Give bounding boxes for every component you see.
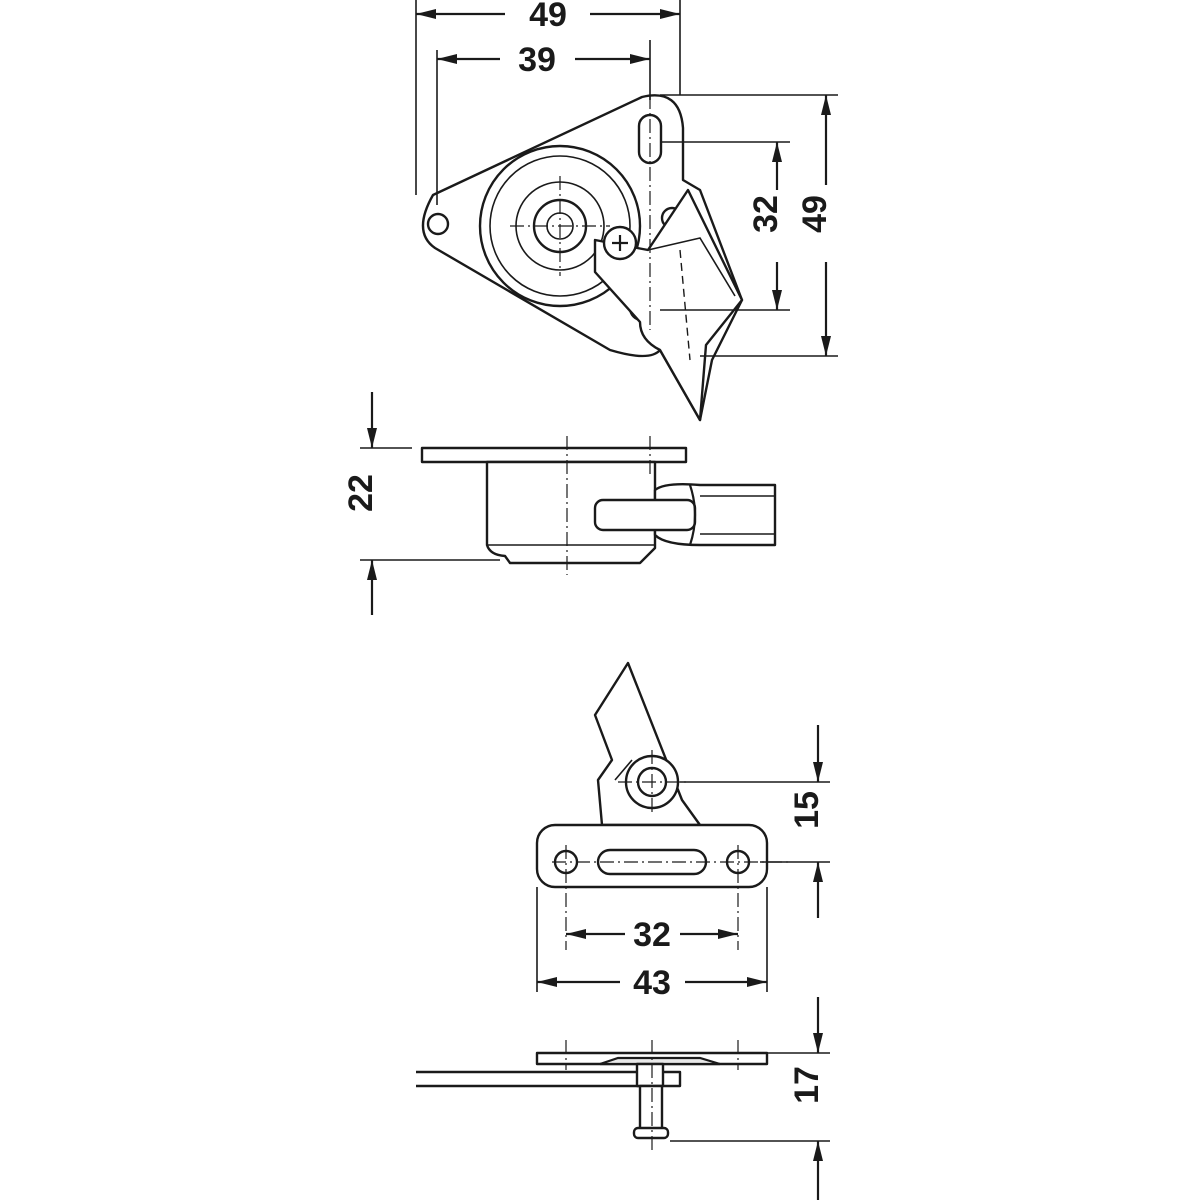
top-view-housing-inner xyxy=(489,155,631,297)
top-view-height-32: 32 xyxy=(747,195,785,233)
side-view-body xyxy=(485,460,657,565)
bracket-view-height-15: 15 xyxy=(788,791,826,829)
bottom-view-housing xyxy=(599,1056,721,1066)
top-view: 49 39 32 49 xyxy=(415,0,838,422)
bracket-view-width-32: 32 xyxy=(633,916,671,954)
bottom-view: 17 xyxy=(416,997,830,1200)
side-view-height-22: 22 xyxy=(342,474,380,512)
bottom-view-arm xyxy=(416,1070,682,1088)
side-view-flange xyxy=(420,446,688,464)
bottom-view-pin-tip xyxy=(632,1126,670,1140)
bracket-view-width-43: 43 xyxy=(633,964,671,1002)
bottom-view-height-17: 17 xyxy=(788,1066,826,1104)
top-view-width-39: 39 xyxy=(518,41,556,79)
bottom-view-pin xyxy=(635,1062,665,1088)
top-view-width-49: 49 xyxy=(529,0,567,34)
top-view-left-hole xyxy=(426,212,450,236)
side-view: 22 xyxy=(342,392,777,615)
side-view-roller xyxy=(593,498,697,532)
top-view-height-49: 49 xyxy=(796,195,834,233)
bracket-view: 32 43 15 xyxy=(535,661,830,1002)
